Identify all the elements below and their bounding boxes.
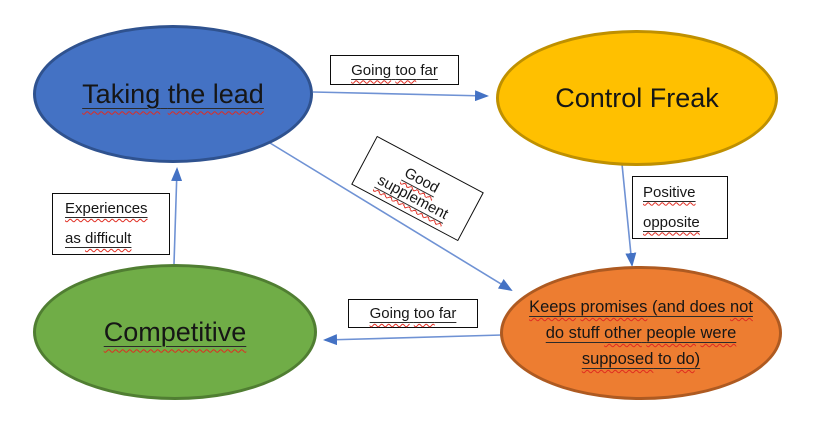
node-keeps-promises: Keeps promises (and does not do stuff ot…	[500, 266, 782, 400]
label-going-too-far-top-text: Going too far	[351, 61, 438, 79]
node-taking-the-lead: Taking the lead	[33, 25, 313, 163]
node-keeps-promises-line-2: do stuff other people were	[545, 324, 737, 342]
label-experiences-line-1: Experiences	[65, 200, 148, 217]
node-control-freak-label: Control Freak	[555, 82, 719, 113]
label-positive-opposite-line-1: Positive	[643, 183, 696, 201]
node-control-freak: Control Freak	[496, 30, 778, 166]
label-good-supplement: Good supplement	[351, 135, 484, 242]
node-taking-the-lead-label: Taking the lead	[82, 78, 264, 109]
node-keeps-promises-line-3: supposed to do)	[581, 350, 701, 368]
label-positive-opposite: Positive opposite	[632, 176, 728, 239]
arrow-competitive-to-taking-lead	[171, 167, 183, 265]
node-competitive-label: Competitive	[103, 316, 247, 347]
label-positive-opposite-line-2: opposite	[643, 213, 700, 231]
label-going-too-far-bottom: Going too far	[348, 299, 478, 328]
label-going-too-far-bottom-text: Going too far	[369, 305, 457, 322]
node-competitive: Competitive	[33, 264, 317, 400]
label-experiences-line-2: as difficult	[65, 230, 132, 247]
arrow-control-freak-to-keeps-promises	[621, 163, 637, 267]
arrow-keeps-promises-to-competitive	[323, 334, 503, 346]
label-experiences-as-difficult: Experiences as difficult	[52, 193, 170, 255]
arrow-taking-lead-to-control-freak	[312, 90, 489, 102]
node-keeps-promises-line-1: Keeps promises (and does not	[529, 298, 753, 316]
label-going-too-far-top: Going too far	[330, 55, 459, 85]
